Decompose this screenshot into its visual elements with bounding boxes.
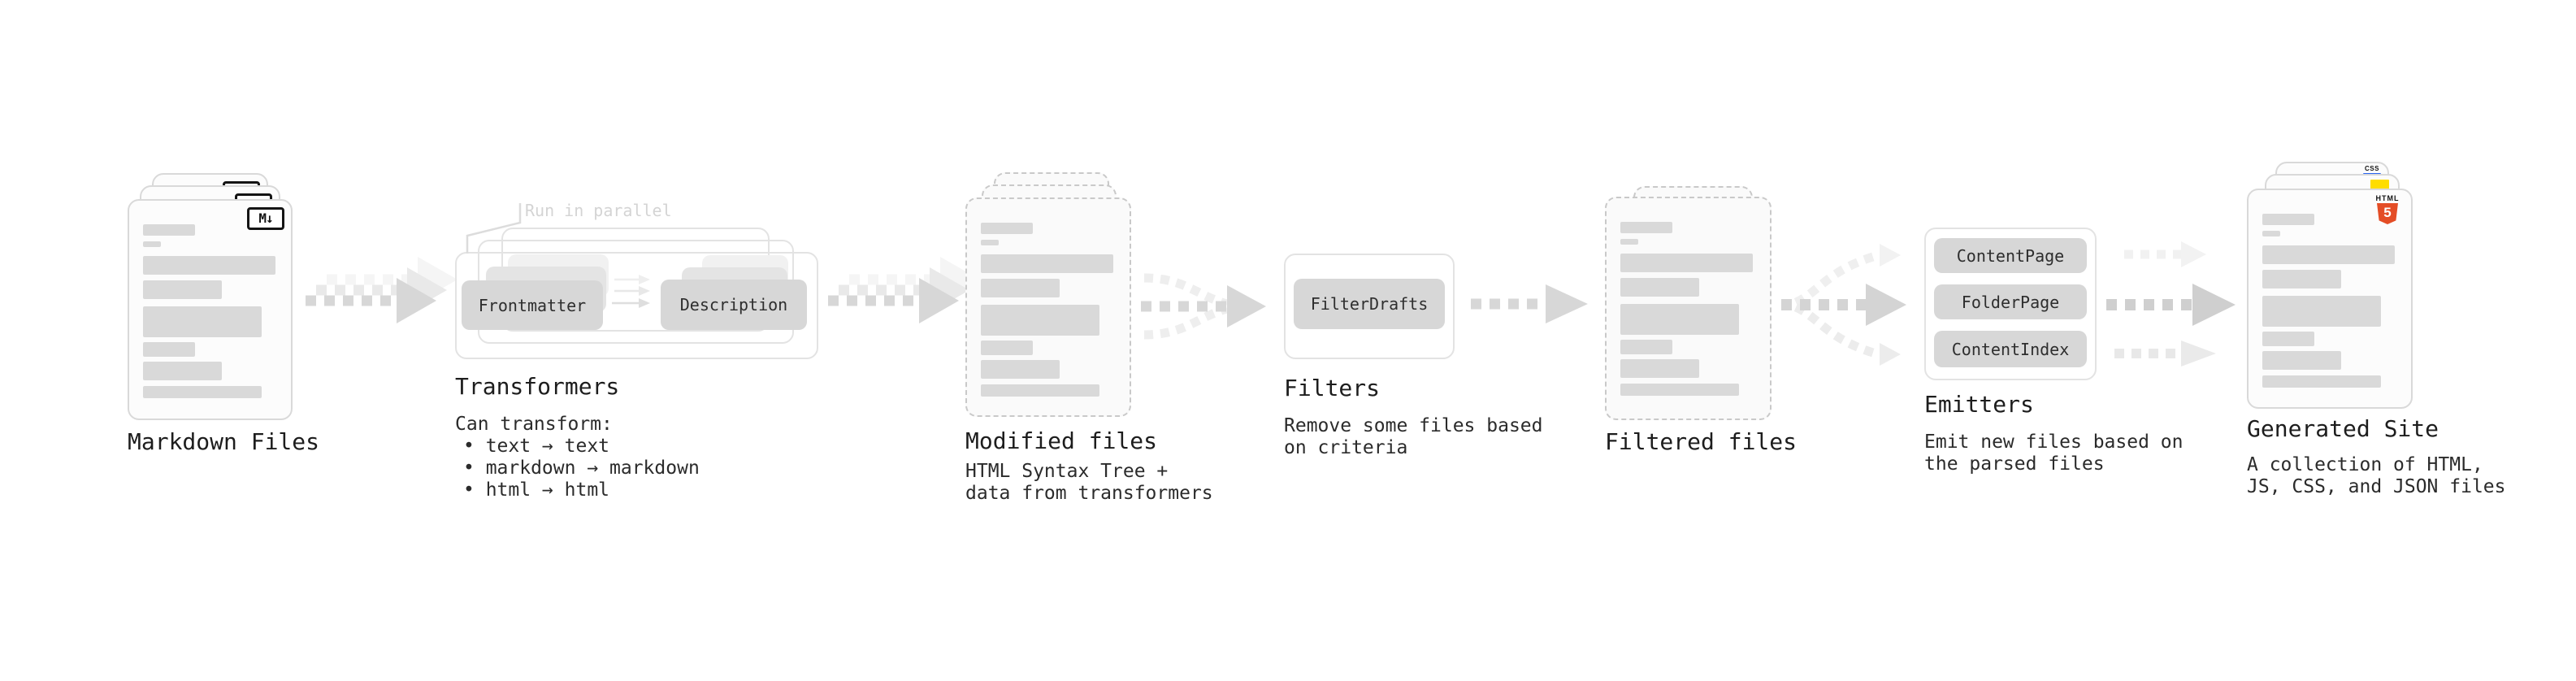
description-line: on criteria — [1284, 437, 1408, 458]
text-line-bar — [143, 342, 195, 357]
text-line-bar — [981, 360, 1060, 379]
text-line-bar — [143, 306, 262, 337]
stage-label-generated-site: Generated Site — [2247, 415, 2439, 442]
text-line-bar — [981, 305, 1099, 336]
stage-description-transformers: Can transform: — [455, 414, 613, 435]
html5-badge-word: HTML — [2375, 194, 2400, 202]
text-line-bar — [2262, 231, 2280, 236]
stage-label-transformers: Transformers — [455, 373, 620, 400]
html5-badge-shield: 5 — [2377, 203, 2398, 224]
text-line-bar — [981, 279, 1060, 297]
text-line-bar — [143, 241, 161, 247]
text-line-bar — [143, 224, 195, 236]
bullet-item: • markdown → markdown — [463, 458, 700, 479]
text-line-bar — [981, 223, 1033, 234]
description-line: Emit new files based on — [1924, 432, 2184, 453]
document-text-placeholder — [1607, 198, 1770, 419]
run-in-parallel-callout: Run in parallel — [525, 201, 672, 220]
markdown-icon: M↓ — [247, 207, 284, 230]
js-icon — [2370, 180, 2389, 190]
description-line: HTML Syntax Tree + — [965, 461, 1169, 482]
text-line-bar — [1620, 304, 1739, 335]
stage-label-filters: Filters — [1284, 375, 1381, 401]
text-line-bar — [1620, 278, 1699, 297]
html5-icon: HTML 5 — [2374, 195, 2400, 224]
flow-arrows-emitters-to-generated — [2106, 241, 2236, 367]
flow-arrow-filtered-to-emitters-split — [1781, 244, 1906, 366]
transformers-bullet-list: • text → text • markdown → markdown • ht… — [463, 436, 700, 501]
flow-arrow-filters-to-filtered — [1471, 284, 1588, 323]
transformer-description-box: Description — [661, 280, 807, 330]
transformers-group-box-front — [455, 252, 818, 359]
text-line-bar — [2262, 270, 2341, 288]
description-line: A collection of HTML, — [2247, 454, 2483, 475]
text-line-bar — [981, 340, 1033, 355]
flow-arrow-modified-to-filters-merge — [1141, 273, 1266, 340]
flow-arrow-markdown-to-transformers — [306, 257, 458, 323]
text-line-bar — [2262, 296, 2381, 327]
filtered-file-card-front — [1605, 197, 1772, 420]
bullet-item: • text → text — [463, 436, 610, 457]
stage-description-modified-files: HTML Syntax Tree + data from transformer… — [965, 461, 1213, 505]
document-text-placeholder — [967, 199, 1130, 415]
text-line-bar — [143, 386, 262, 398]
document-text-placeholder — [129, 201, 291, 419]
transformer-frontmatter-box: Frontmatter — [462, 280, 603, 330]
stage-description-generated-site: A collection of HTML, JS, CSS, and JSON … — [2247, 454, 2506, 498]
stage-description-emitters: Emit new files based on the parsed files — [1924, 432, 2184, 475]
stage-label-filtered-files: Filtered files — [1605, 428, 1798, 455]
text-line-bar — [2262, 245, 2395, 264]
text-line-bar — [2262, 332, 2314, 346]
emitter-contentindex-box: ContentIndex — [1934, 331, 2087, 367]
css-badge-text: CSS — [2365, 165, 2379, 172]
bullet-item: • html → html — [463, 479, 610, 501]
filter-filterdrafts-box: FilterDrafts — [1294, 279, 1445, 329]
description-line: the parsed files — [1924, 453, 2105, 475]
description-line: Remove some files based — [1284, 415, 1543, 436]
text-line-bar — [1620, 222, 1672, 233]
text-line-bar — [981, 240, 999, 245]
callout-leader-line — [466, 203, 522, 254]
text-line-bar — [2262, 375, 2381, 388]
stage-description-filters: Remove some files based on criteria — [1284, 415, 1543, 459]
description-line: data from transformers — [965, 483, 1213, 504]
text-line-bar — [2262, 214, 2314, 225]
stage-label-emitters: Emitters — [1924, 391, 2034, 418]
modified-file-card-front — [965, 197, 1131, 417]
text-line-bar — [1620, 384, 1739, 396]
markdown-file-card-front: M↓ — [128, 199, 293, 420]
description-line: JS, CSS, and JSON files — [2247, 476, 2506, 497]
text-line-bar — [1620, 254, 1753, 272]
generated-file-card-front: HTML 5 — [2247, 189, 2413, 409]
stage-label-modified-files: Modified files — [965, 427, 1158, 454]
text-line-bar — [1620, 239, 1638, 245]
text-line-bar — [143, 256, 275, 275]
stage-label-markdown-files: Markdown Files — [128, 428, 320, 455]
text-line-bar — [981, 254, 1113, 273]
flow-arrow-transformers-to-modified — [828, 257, 980, 323]
document-text-placeholder — [2249, 190, 2411, 407]
text-line-bar — [2262, 351, 2341, 370]
emitter-folderpage-box: FolderPage — [1934, 284, 2087, 319]
text-line-bar — [143, 362, 222, 380]
parallel-arrows-icon — [612, 275, 650, 308]
emitter-contentpage-box: ContentPage — [1934, 238, 2087, 273]
text-line-bar — [1620, 340, 1672, 354]
text-line-bar — [143, 280, 222, 299]
text-line-bar — [981, 384, 1099, 397]
text-line-bar — [1620, 359, 1699, 378]
